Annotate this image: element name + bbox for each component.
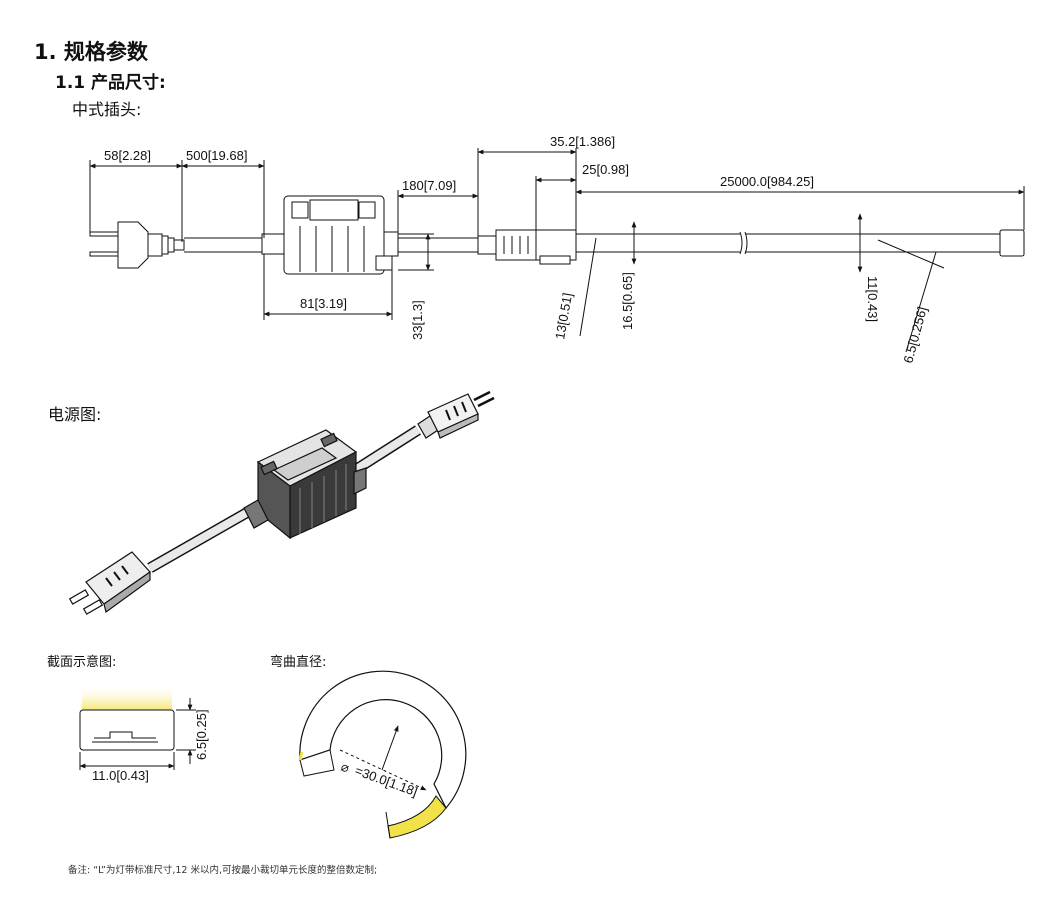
cross-section-width: 11.0[0.43] xyxy=(92,768,149,783)
power-diagram-label: 电源图: xyxy=(48,405,102,424)
power-box-side-view xyxy=(261,195,399,275)
plug-3d xyxy=(68,551,151,615)
cross-section-label: 截面示意图: xyxy=(47,655,117,670)
connector-3d xyxy=(417,390,495,439)
power-supply-illustration xyxy=(68,390,495,615)
connector-side-view xyxy=(477,229,577,265)
plug-type-label: 中式插头: xyxy=(72,100,142,119)
dim-strip-width: 11[0.43] xyxy=(865,276,880,322)
plug-side-view xyxy=(89,221,185,269)
dimension-lines xyxy=(89,148,1025,353)
cross-section-illustration: 11.0[0.43] 6.5[0.25] xyxy=(79,686,209,783)
dim-connector-height: 13[0.51] xyxy=(552,292,575,341)
dim-cord-length: 500[19.68] xyxy=(186,148,247,163)
power-box-3d xyxy=(243,429,367,540)
dim-connector-length: 35.2[1.386] xyxy=(550,134,615,149)
dim-plug-length: 58[2.28] xyxy=(104,148,151,163)
dim-box-height: 33[1.3] xyxy=(410,300,425,340)
subsection-title: 1.1 产品尺寸: xyxy=(55,73,166,93)
dim-connector-body: 25[0.98] xyxy=(582,162,629,177)
bend-diameter-value: =30.0[1.18] xyxy=(353,763,420,799)
bend-diameter-label: 弯曲直径: xyxy=(270,655,327,670)
dim-strip-thickness: 6.5[0.256] xyxy=(900,305,929,365)
dimension-drawing xyxy=(89,148,1025,353)
dim-box-length: 81[3.19] xyxy=(300,296,347,311)
dimension-labels: 58[2.28] 500[19.68] 180[7.09] 35.2[1.386… xyxy=(104,134,930,365)
cross-section-height: 6.5[0.25] xyxy=(194,709,209,760)
bend-diameter-illustration: ⌀ =30.0[1.18] xyxy=(298,670,467,839)
footnote: 备注: “L”为灯带标准尺寸,12 米以内,可按最小裁切单元长度的整倍数定制; xyxy=(68,865,378,876)
dim-strip-length: 25000.0[984.25] xyxy=(720,174,814,189)
section-title: 1. 规格参数 xyxy=(34,40,148,64)
led-strip-side-view xyxy=(576,229,1025,257)
bend-diameter-symbol: ⌀ xyxy=(339,759,352,776)
dim-connector-width: 16.5[0.65] xyxy=(620,272,635,330)
dim-output-cord: 180[7.09] xyxy=(402,178,456,193)
